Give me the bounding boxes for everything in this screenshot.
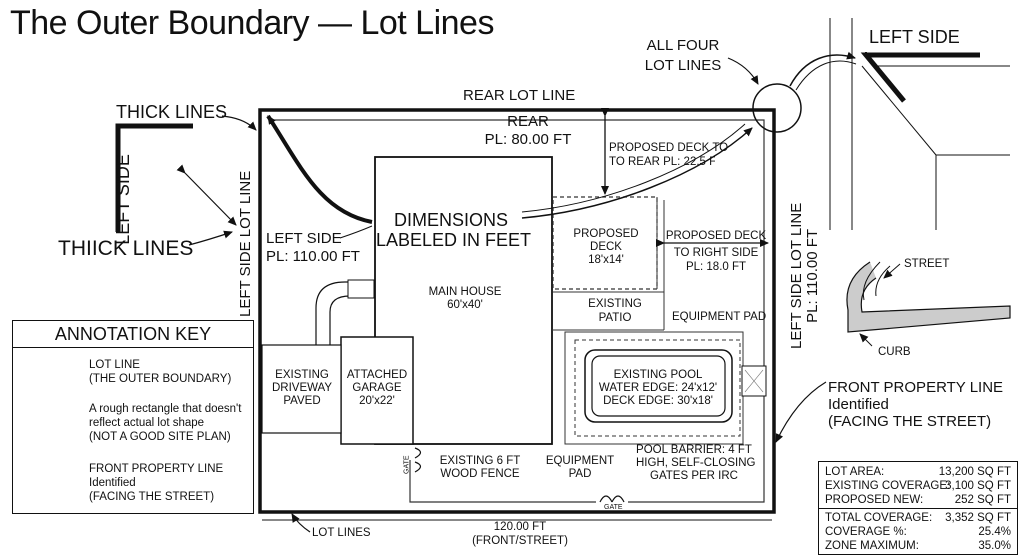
existing-patio-label-2: PATIO [598, 312, 632, 324]
rear-lot-line-label: REAR LOT LINE [463, 87, 576, 104]
coverage-table: LOT AREA:13,200 SQ FT EXISTING COVERAGE:… [818, 461, 1018, 555]
page-title: The Outer Boundary — Lot Lines [10, 4, 494, 42]
all-four-label-1: ALL FOUR [646, 37, 720, 54]
pool-label-1: EXISTING POOL [613, 369, 703, 381]
key-rough-label-2: reflect actual lot shape [89, 417, 205, 429]
curb-detail [846, 261, 1011, 347]
front-dimension-label-1: 120.00 FT [493, 521, 547, 533]
thick-lines-label: THICK LINES [116, 102, 228, 122]
proposed-deck-label-3: 18'x14' [588, 254, 624, 266]
stat-row: ZONE MAXIMUM:35.0% [825, 540, 1011, 552]
key-front-label-1: FRONT PROPERTY LINE [89, 463, 224, 475]
main-house-label-1: MAIN HOUSE [428, 286, 502, 298]
deck-right-label-1: PROPOSED DECK [665, 230, 767, 242]
thiick-lines-label: THIICK LINES [58, 237, 194, 260]
dimensions-label-2: LABELED IN FEET [376, 230, 532, 250]
deck-to-rear-label-1: PROPOSED DECK TO [609, 142, 729, 154]
left-side-detail-label: LEFT SIDE [869, 27, 960, 47]
barrier-label-3: GATES PER IRC [650, 470, 738, 482]
driveway-label-1: EXISTING [275, 369, 329, 381]
existing-patio-label-1: EXISTING [588, 298, 642, 310]
proposed-deck-label-1: PROPOSED [573, 228, 639, 240]
front-line-label-3: (FACING THE STREET) [828, 413, 992, 430]
street-label: STREET [904, 258, 950, 270]
corner-highlight-circle [752, 83, 802, 133]
front-line-label-2: Identified [828, 396, 889, 413]
deck-right-label-3: PL: 18.0 FT [685, 261, 747, 273]
right-lot-line-label-2: PL: 110.00 FT [804, 228, 822, 323]
garage-outline [340, 336, 414, 445]
dimension-pointer-left [266, 114, 373, 224]
front-line-label-1: FRONT PROPERTY LINE [828, 379, 1004, 396]
deck-right-label-2: TO RIGHT SIDE [673, 247, 759, 259]
fence-line [270, 119, 765, 503]
stat-row: EXISTING COVERAGE:3,100 SQ FT [825, 480, 1011, 492]
gate-bottom-symbol [599, 495, 625, 503]
equipment-pad-right-label: EQUIPMENT PAD [672, 311, 767, 323]
pool-water [591, 355, 726, 417]
stat-row: LOT AREA:13,200 SQ FT [825, 466, 1011, 478]
lot-boundary [258, 108, 776, 514]
gate-left-symbol [414, 447, 422, 473]
lot-lines-bottom-label: LOT LINES [312, 527, 371, 539]
stat-row: PROPOSED NEW:252 SQ FT [825, 494, 1011, 506]
dimensions-label-1: DIMENSIONS [393, 210, 508, 230]
driveway-outline [261, 344, 342, 434]
fence-label-1: EXISTING 6 FT [439, 455, 521, 467]
pool-deck-edge [574, 339, 741, 437]
barrier-label-2: HIGH, SELF-CLOSING [636, 457, 756, 469]
garage-label-3: 20'x22' [359, 395, 395, 407]
left-side-lot-line-label: LEFT SIDE LOT LINE [237, 170, 255, 317]
key-lot-line-label-1: LOT LINE [89, 359, 140, 371]
key-rough-label-1: A rough rectangle that doesn't [89, 403, 242, 415]
key-front-label-3: (FACING THE STREET) [89, 491, 215, 503]
stat-row: TOTAL COVERAGE:3,352 SQ FT [825, 512, 1011, 524]
left-side-label: LEFT SIDE [266, 230, 342, 247]
gate-left-label: GATE [403, 455, 411, 474]
left-side-pl-label: PL: 110.00 FT [266, 248, 360, 265]
corner-detail-view [829, 18, 1010, 230]
pool-label-2: WATER EDGE: 24'x12' [598, 382, 718, 394]
gate-bottom-label: GATE [604, 504, 623, 511]
dimension-pointer-right [521, 127, 753, 219]
annotation-key: ANNOTATION KEY LOT LINE (THE OUTER BOUND… [12, 320, 254, 514]
corner-symbol [115, 123, 193, 232]
equip-pad-label-1: EQUIPMENT [545, 455, 615, 467]
all-four-label-2: LOT LINES [644, 57, 722, 74]
garage-label-1: ATTACHED [346, 369, 408, 381]
proposed-deck-label-2: DECK [590, 241, 622, 253]
key-front-label-2: Identified [89, 477, 136, 489]
equip-pad-label-2: PAD [568, 468, 592, 480]
pool-label-3: DECK EDGE: 30'x18' [603, 395, 713, 407]
key-rough-label-3: (NOT A GOOD SITE PLAN) [89, 431, 231, 443]
garage-label-2: GARAGE [352, 382, 402, 394]
detail-arrow [789, 51, 856, 87]
front-dimension-label-2: (FRONT/STREET) [472, 535, 568, 547]
main-house-label-2: 60'x40' [447, 299, 483, 311]
fence-label-2: WOOD FENCE [440, 468, 520, 480]
stat-row: COVERAGE %:25.4% [825, 526, 1011, 538]
barrier-label-1: POOL BARRIER: 4 FT [636, 444, 752, 456]
curb-label: CURB [878, 346, 911, 358]
deck-to-rear-label-2: TO REAR PL: 22.5 FT [609, 156, 715, 168]
rear-label: REAR [507, 113, 549, 130]
annotation-key-heading: ANNOTATION KEY [13, 321, 253, 348]
rear-pl-label: PL: 80.00 FT [484, 131, 572, 148]
table-divider [819, 508, 1017, 509]
left-side-corner-label: LEFT SIDE [112, 154, 133, 245]
pool-outer [584, 349, 733, 423]
driveway-label-3: PAVED [283, 395, 321, 407]
key-lot-line-label-2: (THE OUTER BOUNDARY) [89, 373, 232, 385]
driveway-label-2: DRIVEWAY [271, 382, 333, 394]
right-lot-line-label-1: LEFT SIDE LOT LINE [788, 202, 806, 349]
